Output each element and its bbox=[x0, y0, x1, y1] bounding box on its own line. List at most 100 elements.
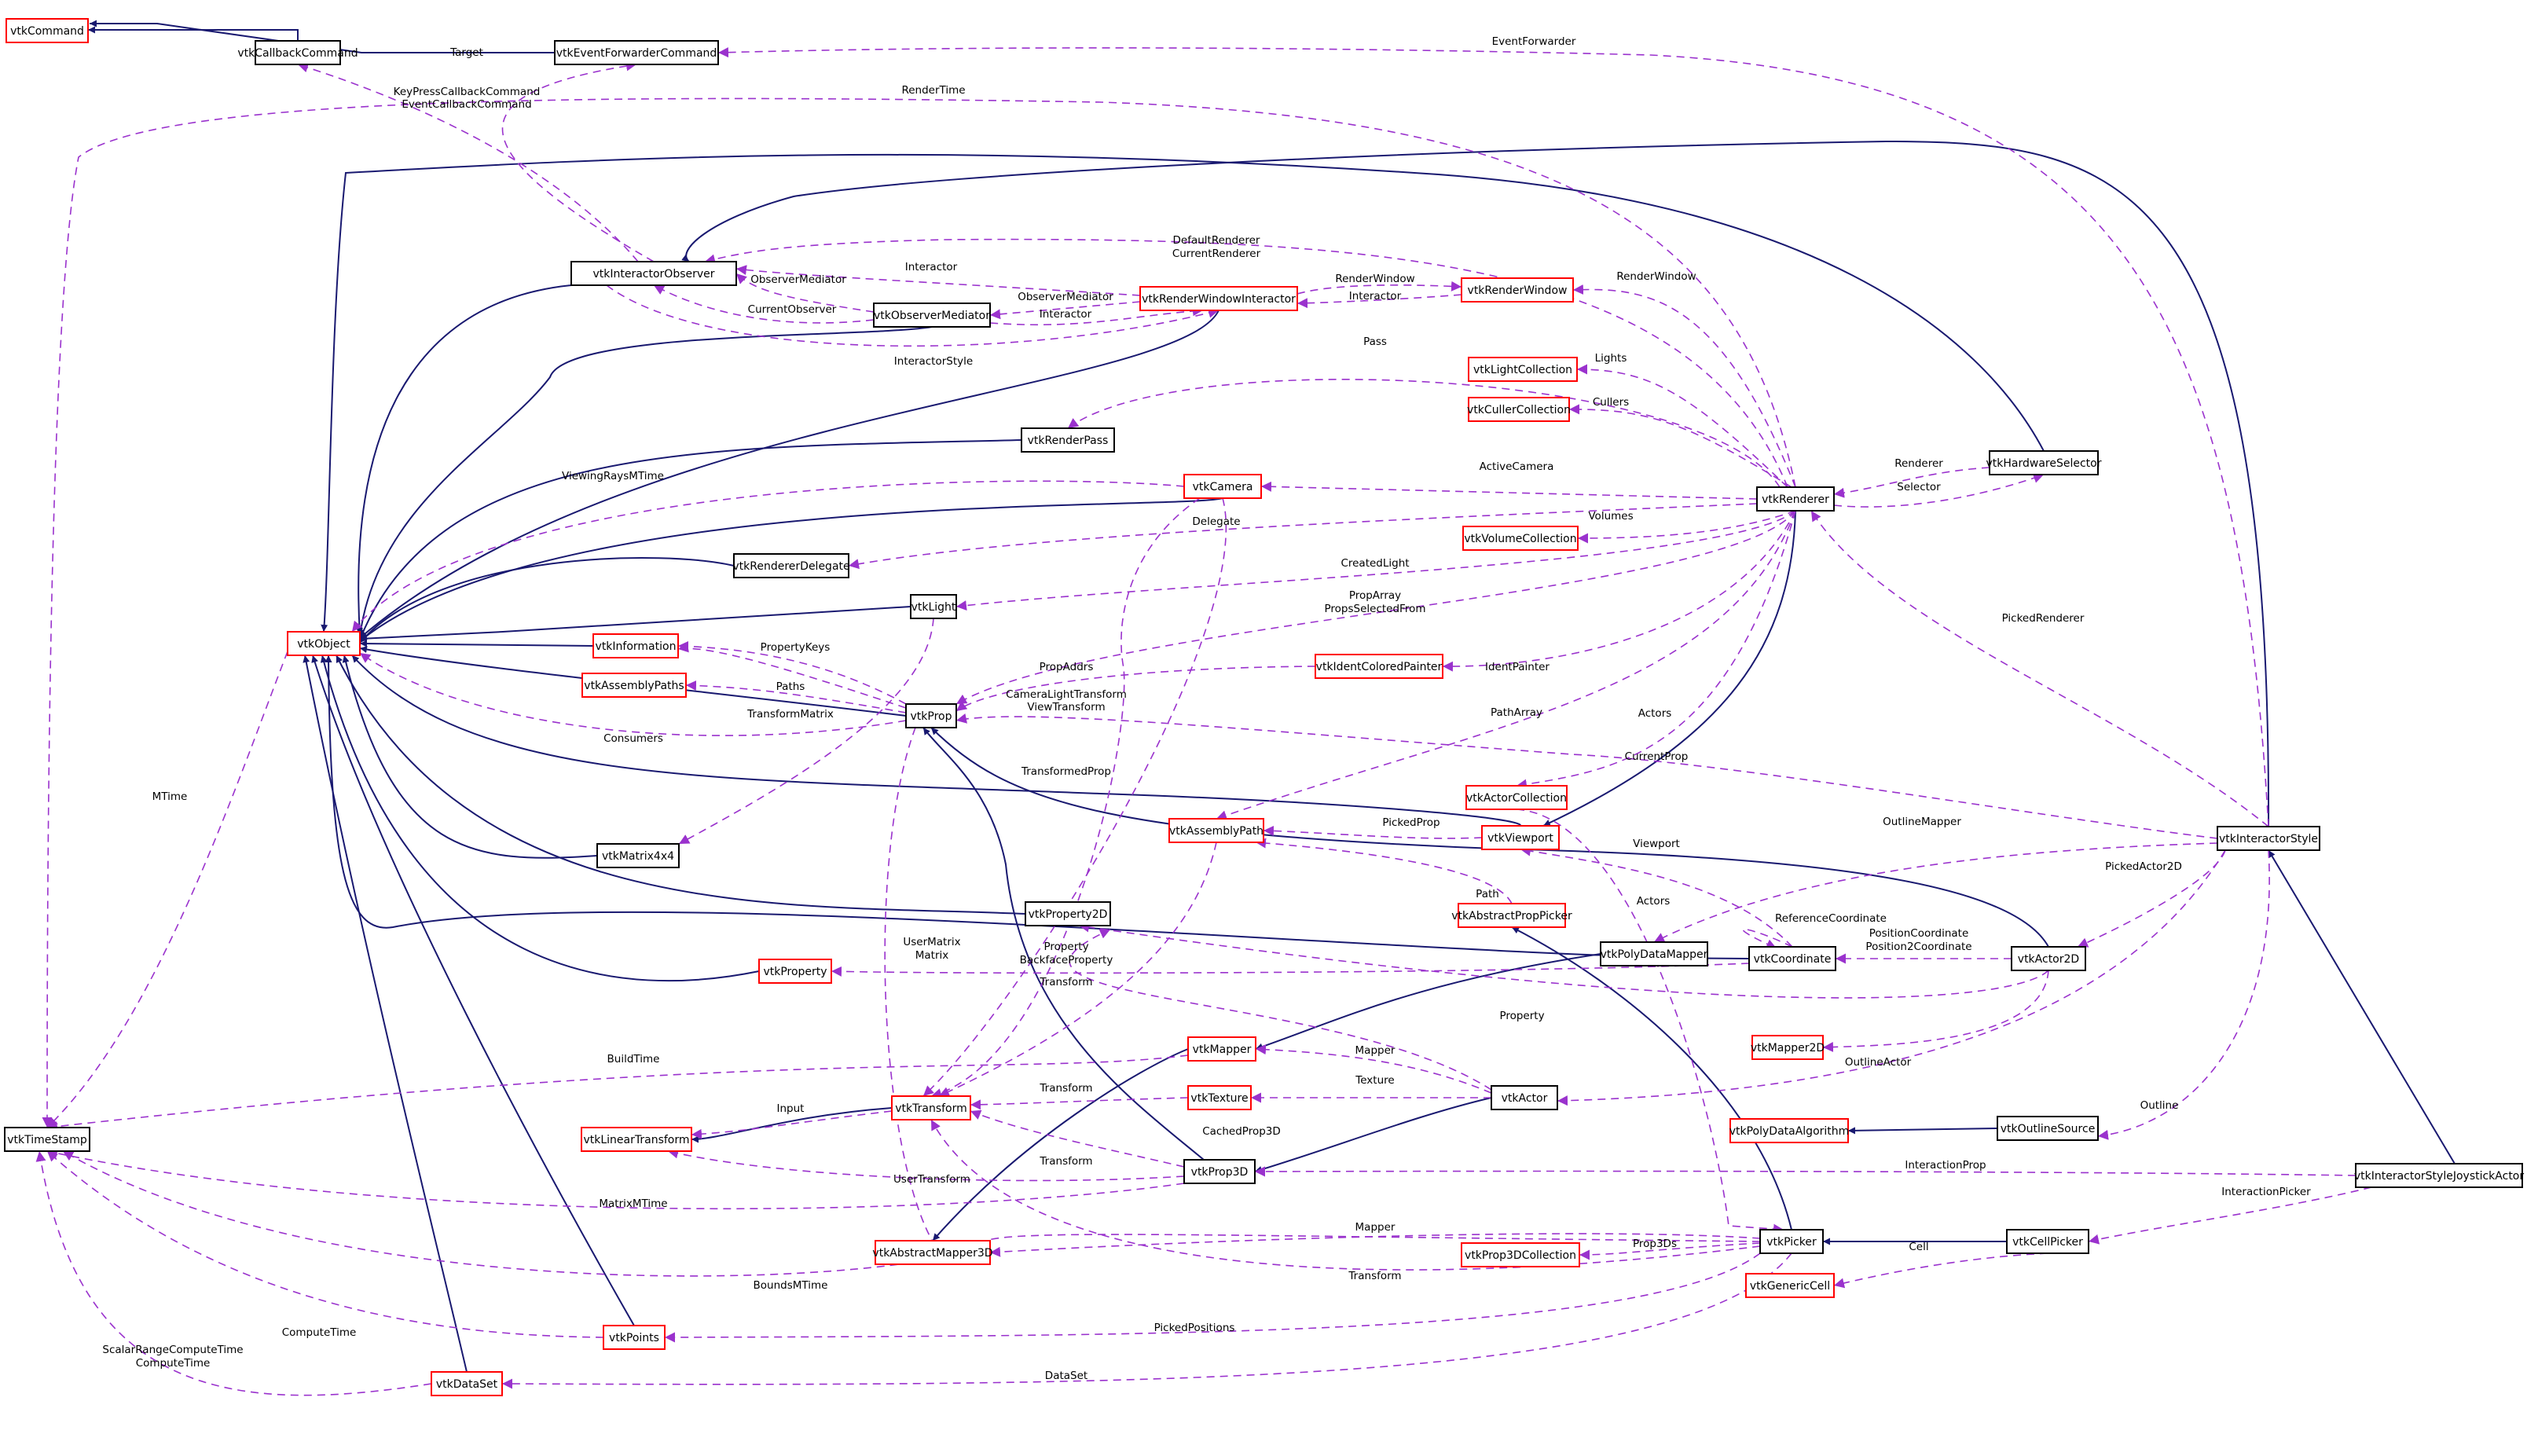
class-node[interactable]: vtkLinearTransform bbox=[581, 1127, 692, 1152]
class-node[interactable]: vtkPoints bbox=[603, 1325, 666, 1350]
edge-label: BuildTime bbox=[607, 1053, 660, 1065]
edge-label: Mapper bbox=[1355, 1221, 1396, 1234]
usage-edge bbox=[989, 301, 1141, 320]
edge-label: Prop3Ds bbox=[1633, 1238, 1677, 1250]
class-node[interactable]: vtkProperty bbox=[758, 959, 832, 984]
class-node[interactable]: vtkProp bbox=[905, 703, 957, 728]
usage-edge bbox=[1069, 929, 1492, 1091]
class-node-box bbox=[905, 703, 957, 728]
usage-edge bbox=[930, 1119, 1761, 1271]
class-node-box bbox=[1462, 526, 1579, 551]
edge-label: EventCallbackCommand bbox=[402, 98, 531, 111]
class-node[interactable]: vtkActor bbox=[1491, 1085, 1558, 1110]
class-node-label: vtkIdentColoredPainter bbox=[1316, 661, 1443, 673]
class-node[interactable]: vtkCommand bbox=[6, 18, 89, 43]
inheritance-edge bbox=[359, 606, 911, 643]
class-node[interactable]: vtkObject bbox=[287, 631, 361, 656]
usage-edge bbox=[664, 1252, 1761, 1343]
inheritance-edge bbox=[325, 655, 1750, 959]
class-node-box bbox=[1461, 1242, 1580, 1267]
class-node-label: vtkObject bbox=[297, 638, 350, 651]
class-node[interactable]: vtkRendererDelegate bbox=[732, 553, 850, 578]
class-node[interactable]: vtkInformation bbox=[592, 633, 679, 658]
inheritance-edge bbox=[359, 310, 1219, 639]
class-node-box bbox=[431, 1371, 503, 1396]
edge-label: Renderer bbox=[1894, 457, 1943, 470]
edge-label: PropArray bbox=[1349, 589, 1401, 602]
class-node[interactable]: vtkTimeStamp bbox=[4, 1127, 90, 1152]
class-node-box bbox=[255, 40, 341, 65]
usage-edge bbox=[1568, 404, 1792, 488]
usage-edge bbox=[848, 503, 1758, 570]
edge-label: PositionCoordinate bbox=[1869, 927, 1969, 940]
class-node[interactable]: vtkMapper bbox=[1187, 1036, 1256, 1062]
class-node[interactable]: vtkLightCollection bbox=[1468, 357, 1578, 382]
class-node[interactable]: vtkProperty2D bbox=[1025, 901, 1111, 926]
class-node[interactable]: vtkRenderPass bbox=[1021, 427, 1115, 453]
class-node[interactable]: vtkCamera bbox=[1183, 474, 1262, 499]
class-node[interactable]: vtkCellPicker bbox=[2006, 1229, 2089, 1254]
class-node[interactable]: vtkViewport bbox=[1481, 825, 1560, 850]
class-node[interactable]: vtkAbstractPropPicker bbox=[1451, 903, 1572, 928]
class-node[interactable]: vtkHardwareSelector bbox=[1986, 450, 2102, 475]
usage-edge bbox=[359, 652, 907, 736]
class-node-box bbox=[1021, 427, 1115, 453]
class-node[interactable]: vtkIdentColoredPainter bbox=[1315, 654, 1443, 679]
usage-edge bbox=[1810, 510, 2269, 827]
usage-edge bbox=[677, 640, 907, 705]
class-node[interactable]: vtkCoordinate bbox=[1748, 946, 1836, 971]
class-node[interactable]: vtkTransform bbox=[891, 1095, 971, 1120]
inheritance-edge bbox=[336, 655, 1026, 915]
class-node[interactable]: vtkRenderWindowInteractor bbox=[1139, 286, 1298, 311]
class-node[interactable]: vtkLight bbox=[910, 594, 957, 619]
class-node[interactable]: vtkProp3D bbox=[1183, 1159, 1256, 1184]
edge-label: TransformMatrix bbox=[746, 708, 834, 721]
inheritance-edge bbox=[359, 439, 1022, 640]
edge-label: BackfaceProperty bbox=[1020, 954, 1113, 966]
inheritance-edge bbox=[1511, 926, 1792, 1230]
class-node[interactable]: vtkInteractorStyleJoystickActor bbox=[2354, 1163, 2525, 1188]
class-node-box bbox=[891, 1095, 971, 1120]
class-node[interactable]: vtkCallbackCommand bbox=[237, 40, 358, 65]
class-node[interactable]: vtkGenericCell bbox=[1745, 1273, 1835, 1298]
class-node[interactable]: vtkCullerCollection bbox=[1467, 397, 1571, 422]
class-node[interactable]: vtkProp3DCollection bbox=[1461, 1242, 1580, 1267]
class-node[interactable]: vtkObserverMediator bbox=[873, 303, 991, 328]
class-node-box bbox=[2355, 1163, 2523, 1188]
class-node[interactable]: vtkTexture bbox=[1187, 1085, 1252, 1110]
class-node[interactable]: vtkDataSet bbox=[431, 1371, 503, 1396]
class-node-label: vtkInteractorStyle bbox=[2219, 833, 2318, 845]
class-node[interactable]: vtkPolyDataMapper bbox=[1600, 941, 1708, 966]
usage-edge bbox=[1833, 1252, 2048, 1289]
class-node[interactable]: vtkOutlineSource bbox=[1997, 1116, 2099, 1141]
class-node[interactable]: vtkEventForwarderCommand bbox=[554, 40, 719, 65]
class-node[interactable]: vtkMapper2D bbox=[1751, 1035, 1825, 1060]
class-node[interactable]: vtkRenderer bbox=[1756, 486, 1835, 512]
class-node-label: vtkProp3DCollection bbox=[1465, 1249, 1576, 1262]
class-node-label: vtkAbstractPropPicker bbox=[1451, 910, 1572, 922]
class-node[interactable]: vtkMatrix4x4 bbox=[596, 843, 680, 868]
usage-edge bbox=[1557, 849, 2226, 1106]
edges-layer bbox=[35, 20, 2455, 1396]
class-node[interactable]: vtkPicker bbox=[1759, 1229, 1824, 1254]
edge-label: Matrix bbox=[915, 949, 949, 962]
class-node[interactable]: vtkVolumeCollection bbox=[1462, 526, 1579, 551]
class-node[interactable]: vtkAssemblyPaths bbox=[581, 673, 687, 698]
class-node-box bbox=[733, 553, 849, 578]
class-node-label: vtkAssemblyPaths bbox=[584, 680, 684, 692]
class-node[interactable]: vtkInteractorStyle bbox=[2217, 826, 2320, 851]
class-node[interactable]: vtkInteractorObserver bbox=[570, 261, 737, 286]
edge-label: PropertyKeys bbox=[761, 641, 831, 654]
class-node[interactable]: vtkActorCollection bbox=[1465, 785, 1568, 810]
class-node[interactable]: vtkActor2D bbox=[2011, 946, 2086, 971]
class-node-box bbox=[1745, 1273, 1835, 1298]
usage-edge bbox=[677, 642, 907, 709]
usage-edge bbox=[930, 497, 1201, 1098]
class-node-box bbox=[554, 40, 719, 65]
class-node[interactable]: vtkAssemblyPath bbox=[1168, 818, 1264, 843]
class-node[interactable]: vtkAbstractMapper3D bbox=[872, 1240, 993, 1265]
class-node[interactable]: vtkPolyDataAlgorithm bbox=[1729, 1118, 1850, 1143]
edge-label: ScalarRangeComputeTime bbox=[102, 1344, 243, 1356]
class-node[interactable]: vtkRenderWindow bbox=[1461, 277, 1574, 303]
class-node-label: vtkProp3D bbox=[1191, 1166, 1249, 1179]
